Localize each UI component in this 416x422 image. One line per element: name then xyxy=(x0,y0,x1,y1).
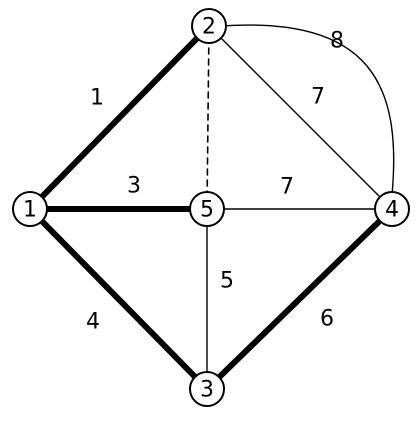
edge-1-2 xyxy=(27,23,212,212)
edge-weight-label-5-3: 5 xyxy=(220,269,234,294)
nodes-layer: 1 2 3 4 5 xyxy=(12,8,410,407)
node-label-3: 3 xyxy=(200,378,214,403)
node-3: 3 xyxy=(189,371,225,407)
node-label-5: 5 xyxy=(200,198,214,223)
node-circle-1 xyxy=(12,191,48,227)
edge-weight-label-5-4: 7 xyxy=(280,175,294,200)
node-1: 1 xyxy=(12,191,48,227)
node-label-1: 1 xyxy=(23,198,37,223)
node-circle-2 xyxy=(191,8,227,44)
edge-weight-label-2-4: 7 xyxy=(311,85,325,110)
edge-weight-label-1-2: 1 xyxy=(90,86,104,111)
edge-weight-label-2-4-arc: 8 xyxy=(330,29,344,54)
edge-weight-label-1-3: 4 xyxy=(86,310,100,335)
node-5: 5 xyxy=(189,191,225,227)
edge-weight-label-3-4: 6 xyxy=(320,307,334,332)
edge-2-5 xyxy=(206,25,210,210)
node-circle-5 xyxy=(189,191,225,227)
node-2: 2 xyxy=(191,8,227,44)
node-label-2: 2 xyxy=(202,15,216,40)
edge-weight-label-1-5: 3 xyxy=(127,174,141,199)
node-label-4: 4 xyxy=(385,198,399,223)
edge-3-4 xyxy=(204,206,395,392)
edge-labels-layer: 1 3 4 6 7 7 5 8 xyxy=(86,29,344,335)
edge-2-4-arc xyxy=(220,24,395,196)
edge-2-4 xyxy=(208,25,393,210)
edges-layer xyxy=(27,23,395,392)
node-circle-3 xyxy=(189,371,225,407)
edge-1-3 xyxy=(27,206,210,392)
node-4: 4 xyxy=(374,191,410,227)
node-circle-4 xyxy=(374,191,410,227)
